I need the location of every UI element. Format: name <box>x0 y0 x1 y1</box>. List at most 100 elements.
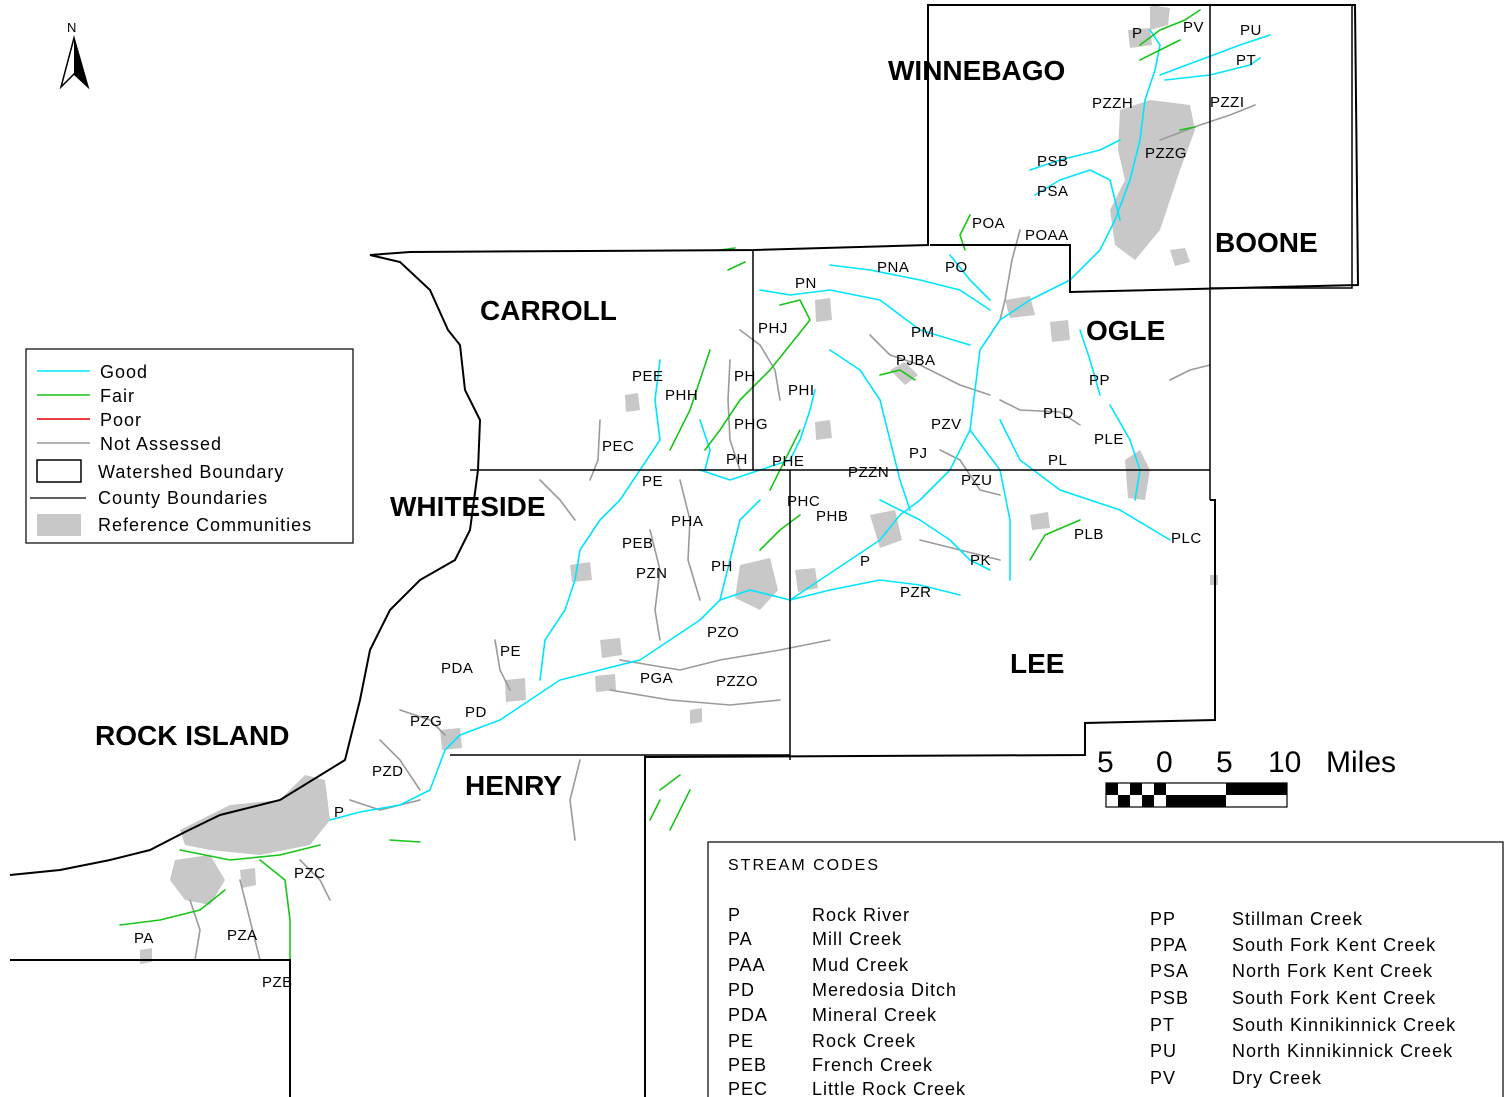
county-label: OGLE <box>1086 315 1165 346</box>
stream-label: PE <box>642 473 663 490</box>
north-arrow: N <box>59 20 90 90</box>
stream-label: PSB <box>1037 153 1069 170</box>
legend-label: Not Assessed <box>100 434 222 454</box>
stream-label: PO <box>945 259 968 276</box>
stream-label: PK <box>970 552 991 569</box>
stream-labels: P PV PU PT PZZH PZZI PZZG PSB PSA POA PO… <box>134 19 1262 991</box>
stream-label: PHE <box>772 453 804 470</box>
stream-code: PEC <box>728 1079 768 1097</box>
north-label: N <box>67 20 76 35</box>
stream-code: PE <box>728 1031 754 1051</box>
stream-label: PE <box>500 643 521 660</box>
county-labels: WINNEBAGO BOONE CARROLL OGLE WHITESIDE L… <box>95 55 1318 801</box>
stream-label: PT <box>1236 52 1256 69</box>
stream-label: PZB <box>262 974 293 991</box>
stream-name: French Creek <box>812 1055 933 1075</box>
stream-label: PHA <box>671 513 703 530</box>
stream-label: PJ <box>909 445 928 462</box>
streams-not-assessed <box>189 104 1256 961</box>
stream-label: P <box>1132 25 1143 42</box>
stream-label: PLC <box>1171 530 1202 547</box>
stream-label: PNA <box>877 259 909 276</box>
stream-label: PZD <box>372 763 404 780</box>
map-legend: Good Fair Poor Not Assessed Watershed Bo… <box>25 348 354 544</box>
stream-label: PZZH <box>1092 95 1133 112</box>
stream-label: PHB <box>816 508 848 525</box>
stream-label: PLB <box>1074 526 1104 543</box>
stream-label: PHI <box>788 382 815 399</box>
stream-label: PLE <box>1094 431 1124 448</box>
scale-tick: 5 <box>1216 746 1233 779</box>
county-label: WHITESIDE <box>390 491 546 522</box>
stream-label: PH <box>734 368 756 385</box>
stream-code: PPA <box>1150 935 1188 955</box>
stream-label: PU <box>1240 22 1262 39</box>
stream-code: PD <box>728 980 755 1000</box>
stream-label: PEB <box>622 535 654 552</box>
stream-code: PT <box>1150 1015 1175 1035</box>
stream-code: PU <box>1150 1041 1177 1061</box>
stream-name: Meredosia Ditch <box>812 980 957 1000</box>
stream-name: Dry Creek <box>1232 1068 1322 1088</box>
stream-label: PH <box>711 558 733 575</box>
stream-label: PM <box>911 324 935 341</box>
scale-bar: 5 0 5 10 Miles <box>1097 746 1396 808</box>
stream-label: PL <box>1048 452 1067 469</box>
stream-label: PZG <box>410 713 442 730</box>
stream-code: PV <box>1150 1068 1176 1088</box>
stream-label: PHJ <box>758 320 788 337</box>
stream-name: Rock Creek <box>812 1031 916 1051</box>
stream-codes-title: STREAM CODES <box>728 857 880 874</box>
stream-label: PZR <box>900 584 932 601</box>
stream-label: PZU <box>961 472 993 489</box>
stream-name: South Kinnikinnick Creek <box>1232 1015 1456 1035</box>
county-label: LEE <box>1010 648 1064 679</box>
legend-swatch-reference <box>37 514 81 536</box>
stream-label: PZZN <box>848 464 889 481</box>
streams-good <box>329 29 1271 821</box>
county-label: WINNEBAGO <box>888 55 1065 86</box>
legend-label: Good <box>100 362 148 382</box>
stream-code: P <box>728 905 741 925</box>
stream-label: PZZG <box>1145 145 1187 162</box>
stream-label: PHC <box>787 493 820 510</box>
legend-label: Poor <box>100 410 142 430</box>
county-label: ROCK ISLAND <box>95 720 289 751</box>
stream-code: PSA <box>1150 961 1189 981</box>
stream-label: PLD <box>1043 405 1074 422</box>
streams-fair <box>119 9 1201 961</box>
stream-code: PA <box>728 929 753 949</box>
stream-label: PJBA <box>896 352 936 369</box>
county-label: BOONE <box>1215 227 1318 258</box>
stream-label: P <box>334 804 345 821</box>
stream-code: PAA <box>728 955 766 975</box>
scale-tick: 0 <box>1156 746 1173 779</box>
stream-name: Mill Creek <box>812 929 902 949</box>
stream-label: PH <box>726 451 748 468</box>
stream-name: Rock River <box>812 905 910 925</box>
legend-label: County Boundaries <box>98 488 268 508</box>
stream-label: PD <box>465 704 487 721</box>
stream-label: PZC <box>294 865 326 882</box>
stream-name: Mud Creek <box>812 955 909 975</box>
stream-name: Mineral Creek <box>812 1005 937 1025</box>
scale-tick: 10 <box>1268 746 1301 779</box>
stream-label: PZA <box>227 927 258 944</box>
stream-codes-table: STREAM CODES P Rock River PA Mill Creek … <box>707 841 1504 1097</box>
stream-label: PZV <box>931 416 962 433</box>
stream-code: PDA <box>728 1005 768 1025</box>
stream-label: PEE <box>632 368 664 385</box>
stream-name: North Fork Kent Creek <box>1232 961 1433 981</box>
stream-label: PZN <box>636 565 668 582</box>
stream-name: South Fork Kent Creek <box>1232 935 1436 955</box>
legend-label: Watershed Boundary <box>98 462 284 482</box>
stream-label: POAA <box>1025 227 1069 244</box>
stream-label: PHG <box>734 416 768 433</box>
scale-unit: Miles <box>1326 746 1396 779</box>
stream-code: PEB <box>728 1055 767 1075</box>
stream-label: PZZO <box>716 673 758 690</box>
stream-name: South Fork Kent Creek <box>1232 988 1436 1008</box>
stream-label: P <box>860 553 871 570</box>
stream-label: PHH <box>665 387 698 404</box>
